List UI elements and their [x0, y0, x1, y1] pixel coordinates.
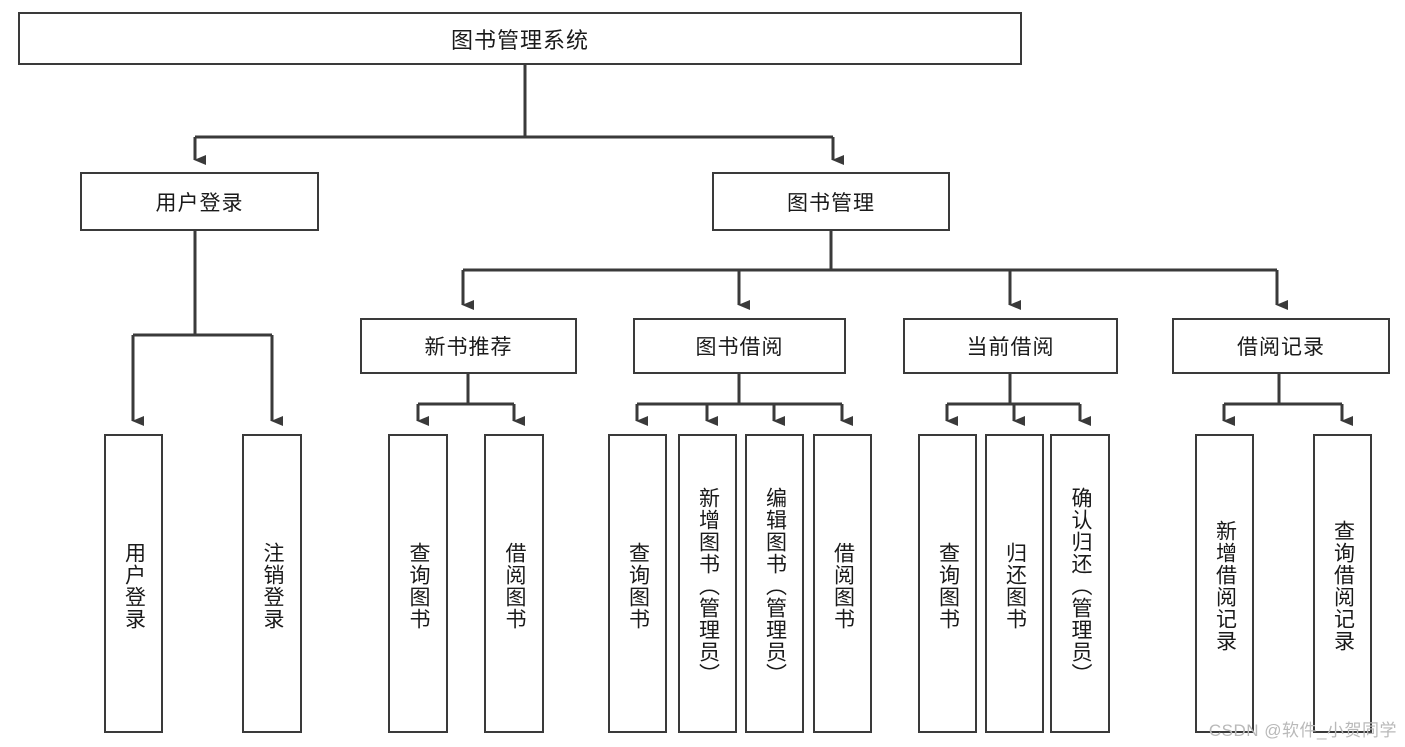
node-new-book-recommend[interactable]: 新书推荐 [360, 318, 577, 374]
leaf-query-book-borrow[interactable]: 查询图书 [608, 434, 667, 733]
leaf-logout[interactable]: 注销登录 [242, 434, 302, 733]
node-book-management[interactable]: 图书管理 [712, 172, 950, 231]
leaf-label: 注销登录 [260, 541, 284, 630]
leaf-label: 归还图书 [1003, 541, 1027, 630]
leaf-label: 新增借阅记录 [1213, 519, 1237, 652]
leaf-add-borrow-record[interactable]: 新增借阅记录 [1195, 434, 1254, 733]
leaf-borrow-book-recommend[interactable]: 借阅图书 [484, 434, 544, 733]
leaf-label: 用户登录 [122, 541, 146, 630]
leaf-edit-book-admin[interactable]: 编辑图书（管理员） [745, 434, 804, 733]
leaf-label: 确认归还（管理员） [1068, 486, 1092, 685]
leaf-query-book-current[interactable]: 查询图书 [918, 434, 977, 733]
leaf-label: 借阅图书 [831, 541, 855, 630]
leaf-label: 查询图书 [936, 541, 960, 630]
leaf-confirm-return-admin[interactable]: 确认归还（管理员） [1050, 434, 1110, 733]
leaf-add-book-admin[interactable]: 新增图书（管理员） [678, 434, 737, 733]
node-user-login[interactable]: 用户登录 [80, 172, 319, 231]
leaf-label: 借阅图书 [502, 541, 526, 630]
leaf-label: 新增图书（管理员） [696, 486, 720, 685]
node-root-library-system[interactable]: 图书管理系统 [18, 12, 1022, 65]
leaf-user-login[interactable]: 用户登录 [104, 434, 163, 733]
leaf-return-book[interactable]: 归还图书 [985, 434, 1044, 733]
leaf-label: 查询图书 [626, 541, 650, 630]
node-borrow-record[interactable]: 借阅记录 [1172, 318, 1390, 374]
leaf-label: 编辑图书（管理员） [763, 486, 787, 685]
node-book-borrow[interactable]: 图书借阅 [633, 318, 846, 374]
leaf-label: 查询图书 [406, 541, 430, 630]
watermark-text: CSDN @软件_小贺同学 [1208, 721, 1397, 740]
leaf-borrow-book[interactable]: 借阅图书 [813, 434, 872, 733]
leaf-query-borrow-record[interactable]: 查询借阅记录 [1313, 434, 1372, 733]
leaf-query-book-recommend[interactable]: 查询图书 [388, 434, 448, 733]
node-current-borrow[interactable]: 当前借阅 [903, 318, 1118, 374]
leaf-label: 查询借阅记录 [1331, 519, 1355, 652]
